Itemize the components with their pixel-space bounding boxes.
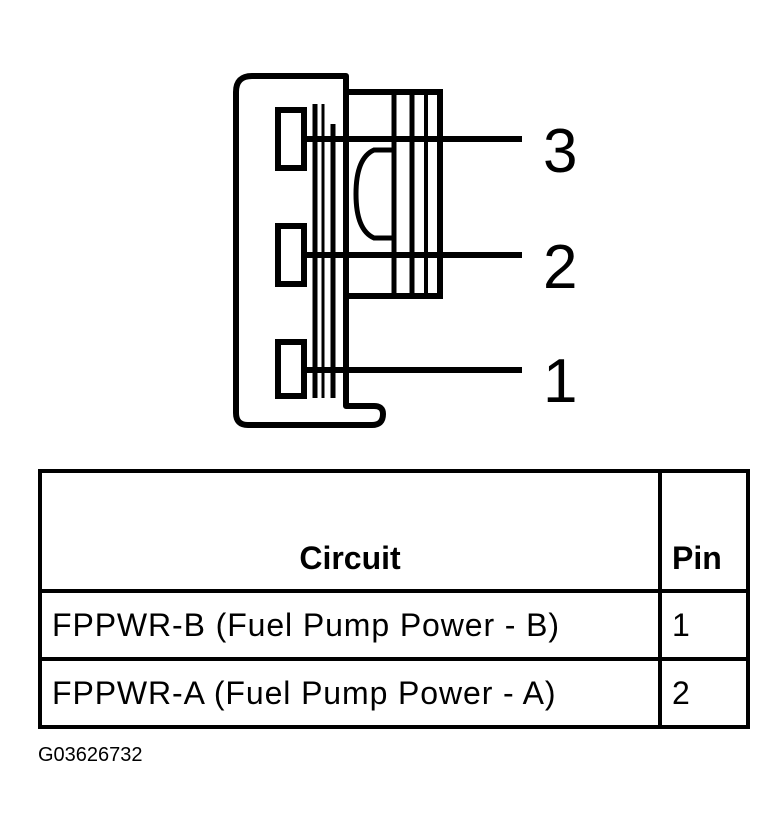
circuit-cell: FPPWR-B (Fuel Pump Power - B): [38, 589, 662, 661]
terminal-cavity-3: [275, 107, 307, 171]
pin-label-2: 2: [543, 233, 577, 302]
terminal-cavity-1: [275, 339, 307, 399]
figure-id: G03626732: [38, 744, 143, 766]
pinout-table: Circuit Pin FPPWR-B (Fuel Pump Power - B…: [38, 469, 750, 729]
pin-label-1: 1: [543, 347, 577, 416]
pin-label-3: 3: [543, 117, 577, 186]
pin-column-header: Pin: [658, 469, 750, 593]
circuit-column-header: Circuit: [38, 469, 662, 593]
terminal-strips: [312, 104, 336, 398]
pin-cell: 1: [658, 589, 750, 661]
table-row: FPPWR-A (Fuel Pump Power - A) 2: [38, 657, 750, 729]
table-row: FPPWR-B (Fuel Pump Power - B) 1: [38, 589, 750, 661]
connector-latch: [343, 89, 443, 299]
circuit-cell: FPPWR-A (Fuel Pump Power - A): [38, 657, 662, 729]
pin-cell: 2: [658, 657, 750, 729]
terminal-cavity-2: [275, 223, 307, 287]
table-header-row: Circuit Pin: [38, 469, 750, 593]
connector-diagram: 3 2 1: [233, 73, 577, 428]
connector-housing: [233, 73, 386, 428]
